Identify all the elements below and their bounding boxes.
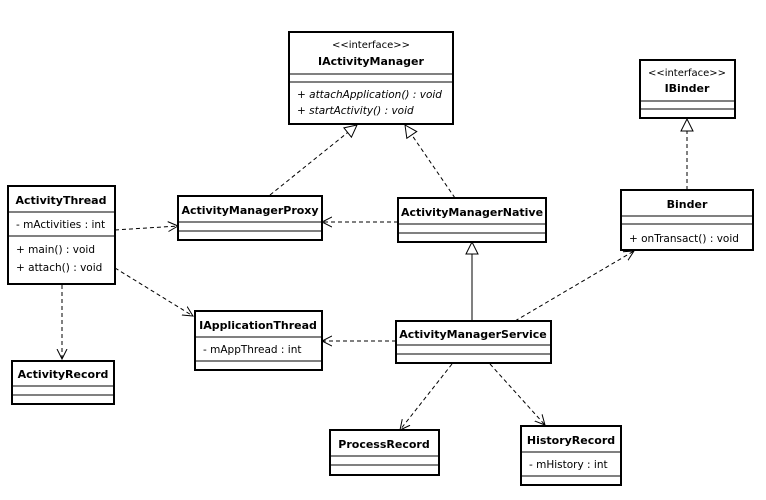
operation-item: + startActivity() : void: [297, 105, 414, 117]
dependency-service-to-binder: [514, 251, 634, 322]
class-iactivitymanager: <<interface>> IActivityManager + attachA…: [288, 31, 454, 125]
dependency-thread-to-proxy: [114, 226, 178, 230]
attribute-item: - mActivities : int: [16, 219, 105, 231]
operation-item: + attachApplication() : void: [297, 89, 442, 101]
class-name: ActivityManagerProxy: [181, 204, 318, 217]
operation-item: + attach() : void: [16, 262, 102, 274]
class-name: ActivityThread: [16, 194, 107, 207]
class-name: HistoryRecord: [527, 434, 615, 447]
relationships: [62, 117, 694, 430]
class-activitymanagerproxy: ActivityManagerProxy: [177, 195, 323, 241]
class-name: ProcessRecord: [338, 438, 429, 451]
class-name: ActivityManagerNative: [401, 206, 543, 219]
stereotype-label: <<interface>>: [332, 40, 410, 51]
dependency-service-to-historyrecord: [489, 363, 545, 425]
dependency-service-to-processrecord: [400, 363, 453, 430]
class-activitymanagerservice: ActivityManagerService: [395, 320, 552, 364]
class-name: IApplicationThread: [199, 319, 317, 332]
class-name: IActivityManager: [318, 55, 424, 68]
operation-item: + main() : void: [16, 244, 95, 256]
class-iapplicationthread: IApplicationThread - mAppThread : int: [194, 310, 323, 371]
realization-native-to-iactivitymanager: [404, 124, 456, 199]
class-activityrecord: ActivityRecord: [11, 360, 115, 405]
stereotype-label: <<interface>>: [648, 68, 726, 79]
class-name: Binder: [667, 198, 708, 211]
attribute-item: - mHistory : int: [529, 459, 608, 471]
class-activitymanagernative: ActivityManagerNative: [397, 197, 547, 243]
class-name: ActivityRecord: [18, 368, 109, 381]
class-name: ActivityManagerService: [399, 328, 547, 341]
class-historyrecord: HistoryRecord - mHistory : int: [520, 425, 622, 486]
class-ibinder: <<interface>> IBinder: [639, 59, 736, 119]
operation-item: + onTransact() : void: [629, 233, 739, 245]
attribute-item: - mAppThread : int: [203, 344, 301, 356]
class-binder: Binder + onTransact() : void: [620, 189, 754, 251]
realization-proxy-to-iactivitymanager: [269, 124, 358, 196]
class-activitythread: ActivityThread - mActivities : int + mai…: [7, 185, 116, 285]
class-processrecord: ProcessRecord: [329, 429, 440, 476]
dependency-thread-to-iapplicationthread: [114, 267, 193, 316]
class-name: IBinder: [665, 82, 710, 95]
